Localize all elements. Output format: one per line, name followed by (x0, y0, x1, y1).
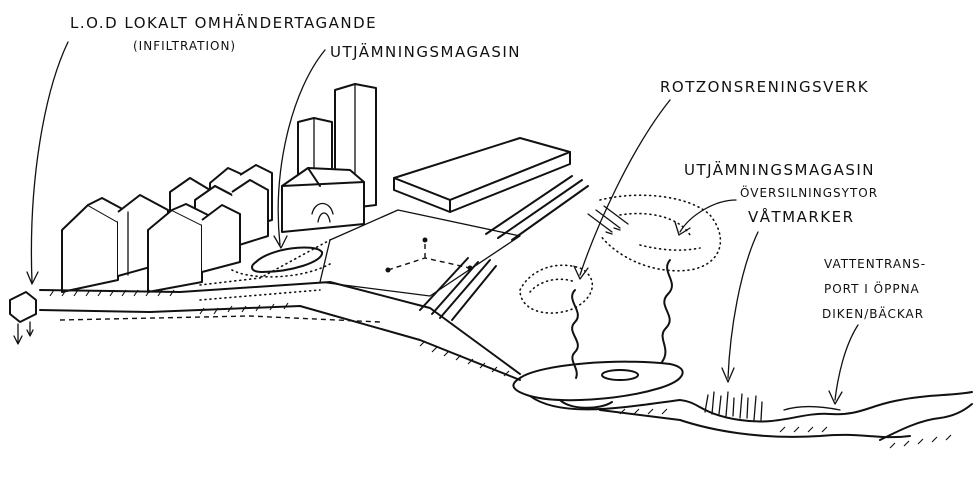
label-oversil-line2: VÅTMARKER (748, 207, 855, 226)
rotzon-area (519, 205, 629, 314)
wetland-dots (599, 194, 722, 272)
canals (419, 175, 589, 321)
leader-utjamning-1 (273, 49, 326, 249)
label-lod-line1: L.O.D LOKALT OMHÄNDERTAGANDE (70, 13, 377, 32)
label-oversil-line1: ÖVERSILNINGSYTOR (740, 184, 878, 200)
label-lod-line2: (INFILTRATION) (133, 39, 236, 53)
leader-oversil (674, 199, 737, 236)
leader-rotzon (573, 99, 671, 280)
label-utjamningsmagasin-2: UTJÄMNINGSMAGASIN (684, 160, 875, 179)
label-vatten-line1: VATTENTRANS- (824, 257, 926, 271)
label-vattentransport: VATTENTRANS- PORT I ÖPPNA DIKEN/BÄCKAR (822, 257, 926, 321)
right-shore (529, 391, 973, 449)
long-building (393, 137, 571, 213)
leader-lod (26, 41, 69, 285)
wavy-streams (571, 259, 673, 379)
label-oversilningsytor: ÖVERSILNINGSYTOR VÅTMARKER (740, 184, 878, 226)
tall-buildings (281, 83, 377, 233)
wetland-grass (704, 391, 763, 421)
pond-utjamning-left (231, 246, 331, 278)
leader-vattentransport (828, 324, 859, 405)
pond-central (512, 360, 684, 409)
label-vatten-line3: DIKEN/BÄCKAR (822, 306, 924, 321)
label-rotzonsreningsverk: ROTZONSRENINGSVERK (660, 78, 869, 96)
label-vatten-line2: PORT I ÖPPNA (824, 280, 920, 296)
houses-row (61, 164, 273, 293)
label-lod: L.O.D LOKALT OMHÄNDERTAGANDE (INFILTRATI… (70, 13, 377, 53)
label-utjamningsmagasin-1: UTJÄMNINGSMAGASIN (330, 42, 521, 61)
leader-vatmarker (721, 231, 759, 383)
ground-lines (9, 281, 521, 381)
